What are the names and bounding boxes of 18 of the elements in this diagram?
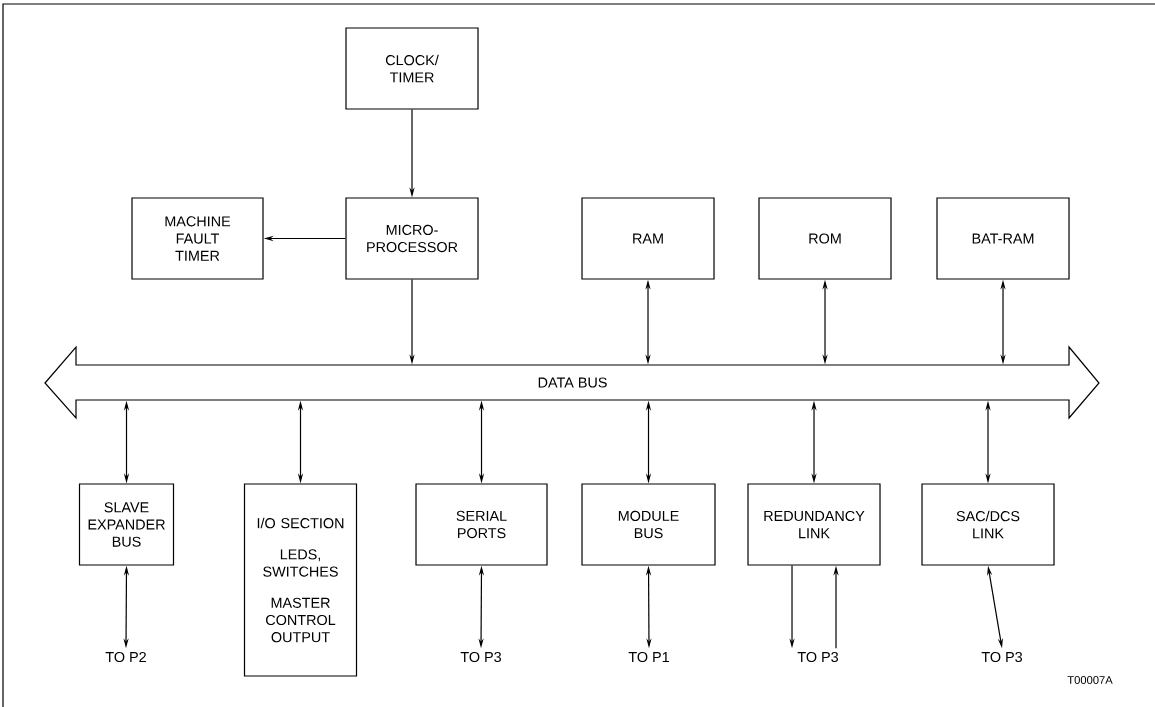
block-box: MICRO-PROCESSOR [345,197,479,280]
block-box: I/O SECTION LEDS, SWITCHES MASTER CONTROL OUTPUT [243,483,358,677]
figure-number: T00007A [1067,676,1113,684]
block-box: MACHINE FAULT TIMER [131,197,264,280]
connector-label: TO P2 [105,651,146,663]
connector-label: TO P3 [460,651,502,663]
connector-label: TO P3 [797,651,839,663]
block-box: SAC/DCS LINK [921,483,1055,566]
connector-label: TO P1 [628,651,669,663]
block-box: BAT-RAM [936,197,1070,280]
block-box: ROM [758,197,892,280]
connector-label: TO P3 [981,651,1023,663]
block-box: RAM [581,197,715,280]
block-box: CLOCK/ TIMER [345,27,479,110]
block-box: REDUNDANCY LINK [747,483,881,566]
block-box: SERIAL PORTS [415,483,548,566]
block-box: MODULE BUS [581,483,716,566]
block-box: SLAVE EXPANDER BUS [78,483,175,566]
